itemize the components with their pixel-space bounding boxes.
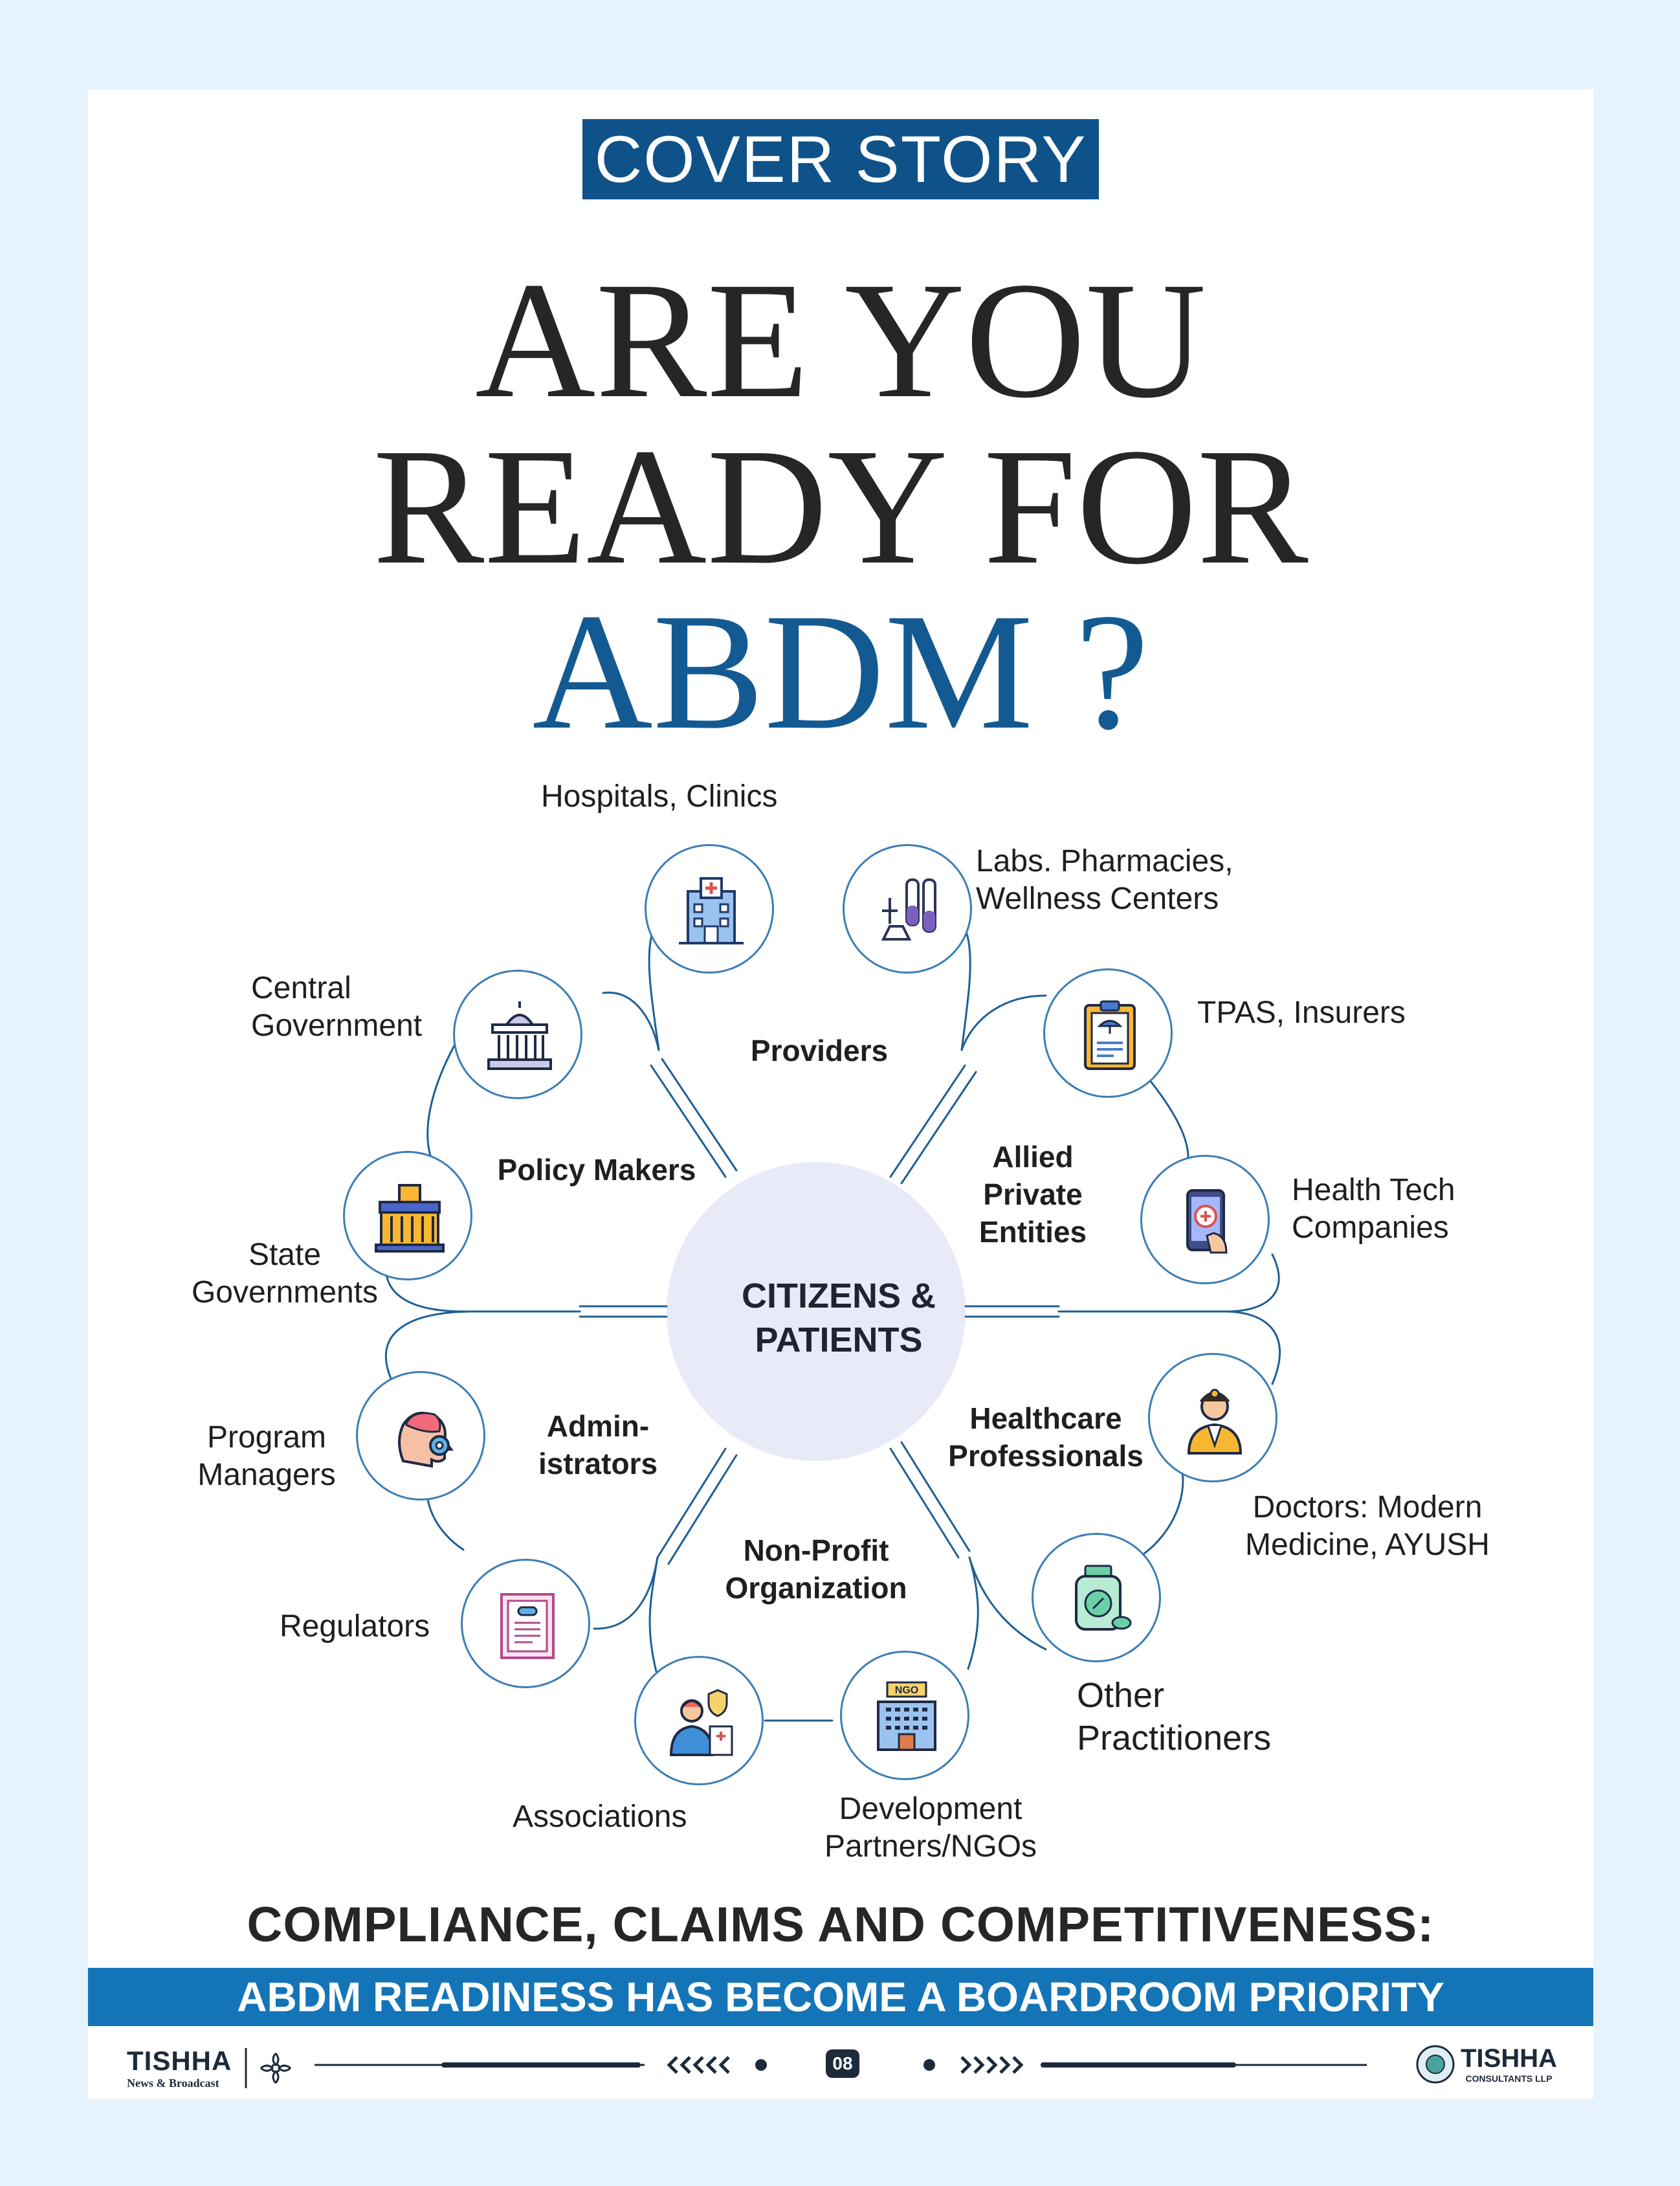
consultants-emblem-icon <box>1416 2045 1455 2084</box>
brand-left-logo: TISHHA News & Broadcast <box>127 2046 232 2090</box>
label-state-governments: State Governments <box>191 1238 379 1310</box>
center-circle <box>667 1162 966 1461</box>
group-non-profit-organization: Non-Profit Organization <box>725 1534 907 1605</box>
brand-right-logo: TISHHA CONSULTANTS LLP <box>1416 2044 1557 2084</box>
compliance-heading: COMPLIANCE, CLAIMS AND COMPETITIVENESS: <box>247 1897 1435 1952</box>
capitol-building-icon <box>453 970 582 1099</box>
headline-line-2: READY FOR <box>373 414 1309 599</box>
government-building-icon <box>343 1151 472 1280</box>
page-number: 08 <box>826 2049 859 2078</box>
page-footer: TISHHA News & Broadcast 08 <box>88 2038 1593 2096</box>
medicine-jar-icon <box>1032 1533 1161 1662</box>
cover-story-badge: COVER STORY <box>582 119 1099 199</box>
group-policy-makers: Policy Makers <box>497 1153 696 1187</box>
ngo-building-icon: NGO <box>840 1651 969 1780</box>
group-administrators: Admin- istrators <box>538 1409 658 1480</box>
brand-right-name: TISHHA <box>1461 2044 1557 2073</box>
label-doctors: Doctors: Modern Medicine, AYUSH <box>1245 1490 1490 1562</box>
label-program-managers: Program Managers <box>197 1420 336 1492</box>
doctor-icon <box>1148 1353 1277 1482</box>
stakeholder-diagram-lines <box>385 891 1281 1722</box>
headline-line-1: ARE YOU <box>475 247 1206 432</box>
health-app-phone-icon <box>1140 1155 1270 1284</box>
center-label: CITIZENS & PATIENTS <box>741 1277 936 1359</box>
insurance-clipboard-icon <box>1043 968 1173 1098</box>
medical-association-icon <box>634 1656 764 1785</box>
headline-line-3: ABDM ? <box>532 579 1149 764</box>
regulation-document-icon <box>461 1559 590 1688</box>
label-regulators: Regulators <box>280 1609 430 1644</box>
flower-ornament-icon <box>245 2048 291 2088</box>
label-other-practitioners: Other Practitioners <box>1077 1676 1272 1757</box>
group-healthcare-professionals: Healthcare Professionals <box>948 1401 1144 1473</box>
boardroom-banner: ABDM READINESS HAS BECOME A BOARDROOM PR… <box>88 1968 1593 2026</box>
lab-flask-icon <box>843 844 972 974</box>
footer-divider <box>315 2056 1367 2074</box>
group-providers: Providers <box>750 1034 889 1067</box>
hospital-icon <box>645 844 774 974</box>
label-health-tech: Health Tech Companies <box>1292 1173 1455 1245</box>
page: COVER STORY ARE YOU READY FOR ABDM ? <box>88 89 1593 2099</box>
brand-right-subtitle: CONSULTANTS LLP <box>1465 2073 1553 2084</box>
label-central-government: Central Government <box>251 971 423 1043</box>
brand-left-name: TISHHA <box>127 2046 232 2076</box>
label-tpas-insurers: TPAS, Insurers <box>1197 996 1406 1030</box>
label-hospitals-clinics: Hospitals, Clinics <box>541 779 778 814</box>
brand-left-subtitle: News & Broadcast <box>127 2077 219 2090</box>
svg-text:NGO: NGO <box>895 1685 918 1696</box>
group-allied-private-entities: Allied Private Entities <box>978 1140 1087 1249</box>
head-gear-icon <box>356 1371 485 1500</box>
label-associations: Associations <box>513 1800 687 1834</box>
label-development-partners: Development Partners/NGOs <box>824 1792 1037 1864</box>
label-labs-pharmacies: Labs. Pharmacies, Wellness Centers <box>976 844 1233 916</box>
